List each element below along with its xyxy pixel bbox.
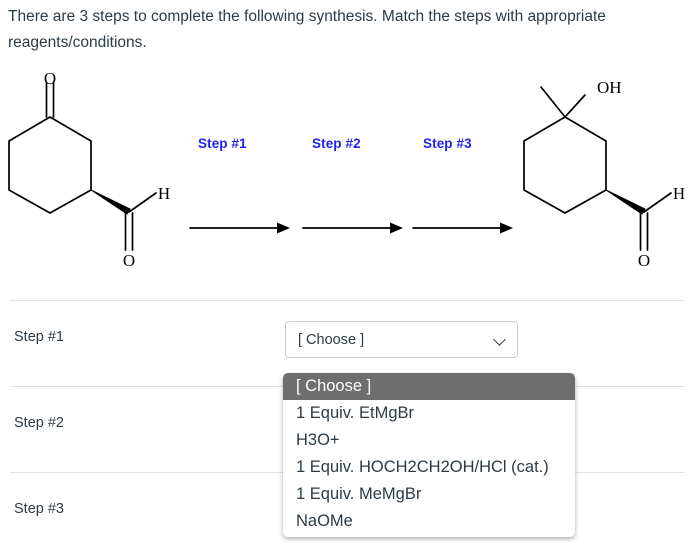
reactant-wedge-bond <box>90 189 131 215</box>
dropdown-option[interactable]: 1 Equiv. EtMgBr <box>296 404 414 422</box>
row-label-step-3: Step #3 <box>14 501 64 517</box>
scheme-drawing: O H O OH H O <box>8 69 685 270</box>
product-hydroxyl-bond <box>564 94 586 118</box>
reaction-arrow-3 <box>412 222 513 234</box>
dropdown-option[interactable]: NaOMe <box>296 512 353 530</box>
row-label-step-2: Step #2 <box>14 415 64 431</box>
product-aldehyde-ch-bond <box>643 192 672 213</box>
reactant-ketone-o-label: O <box>44 69 56 88</box>
select-step-1-value: [ Choose ] <box>298 331 365 348</box>
reactant-aldehyde-h-label: H <box>158 184 170 203</box>
dropdown-option[interactable]: [ Choose ] <box>283 373 575 400</box>
dropdown-options-list[interactable]: [ Choose ] 1 Equiv. EtMgBr H3O+ 1 Equiv.… <box>283 373 575 537</box>
dropdown-option[interactable]: 1 Equiv. HOCH2CH2OH/HCl (cat.) <box>296 458 549 476</box>
reactant-aldehyde-co-bond <box>124 212 134 251</box>
select-step-1[interactable]: [ Choose ] <box>285 321 518 358</box>
product-aldehyde-h-label: H <box>673 184 685 203</box>
product-methyl-bond <box>540 86 566 118</box>
chevron-down-icon <box>494 333 507 346</box>
product-aldehyde-co-bond <box>639 212 649 251</box>
row-separator-top <box>10 300 685 301</box>
row-label-step-1: Step #1 <box>14 329 64 345</box>
product-hydroxyl-label: OH <box>597 78 622 97</box>
dropdown-option[interactable]: 1 Equiv. MeMgBr <box>296 485 422 503</box>
product-ring <box>523 116 607 214</box>
dropdown-option[interactable]: H3O+ <box>296 431 340 449</box>
reactant-aldehyde-ch-bond <box>128 192 157 213</box>
arrow-label-step-1: Step #1 <box>198 136 247 151</box>
reaction-arrow-1 <box>189 222 290 234</box>
reactant-ring <box>8 116 92 214</box>
reaction-arrow-2 <box>302 222 403 234</box>
reactant-ketone-bond <box>45 82 55 118</box>
product-aldehyde-o-label: O <box>638 251 650 270</box>
reaction-scheme: O H O OH H O Step #1 Step #2 Step #3 <box>0 62 695 294</box>
arrow-label-step-2: Step #2 <box>312 136 361 151</box>
reactant-aldehyde-o-label: O <box>123 251 135 270</box>
arrow-label-step-3: Step #3 <box>423 136 472 151</box>
question-prompt: There are 3 steps to complete the follow… <box>8 8 606 51</box>
product-wedge-bond <box>605 189 646 215</box>
